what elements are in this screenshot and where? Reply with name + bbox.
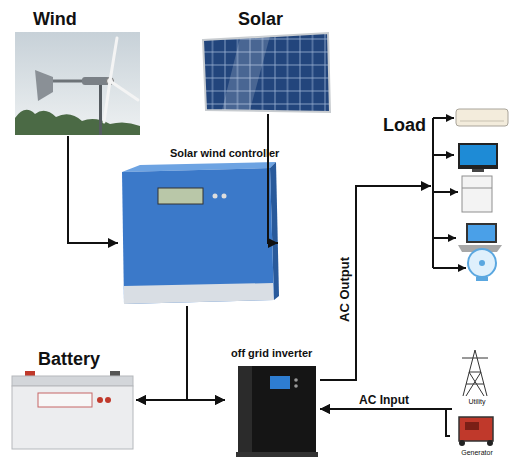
load-group: Load [431, 105, 514, 288]
laptop-icon [458, 223, 502, 252]
node-heading: Generator [450, 449, 504, 457]
air-conditioner-icon [456, 109, 508, 126]
controller-device-part [158, 188, 203, 204]
generator-icon-part [459, 440, 465, 446]
inverter-photo-part [238, 366, 316, 456]
node-heading: Wind [33, 10, 77, 30]
battery-photo-part [97, 397, 103, 403]
inverter-photo [236, 366, 318, 457]
fridge-icon-part [462, 176, 492, 212]
generator-icon [459, 417, 493, 446]
fridge-icon [462, 176, 492, 212]
inverter-box: off grid inverter [225, 343, 320, 458]
wind-turbine-photo-part [52, 80, 84, 83]
node-heading: Solar [238, 10, 283, 30]
fan-icon-part [479, 260, 485, 266]
controller-device-part [213, 194, 218, 199]
edge-label: AC Input [359, 394, 409, 407]
wind-turbine-photo-part [15, 110, 140, 135]
generator-icon-part [465, 422, 479, 430]
air-conditioner-icon-part [460, 121, 504, 122]
node-heading: Utility [452, 398, 502, 406]
television-icon-part [458, 143, 498, 169]
node-heading: Load [383, 116, 426, 136]
utility-tower-icon-part [462, 350, 488, 396]
generator-source: Generator [450, 412, 504, 458]
battery-photo [12, 371, 133, 449]
wind-turbine-photo-part [110, 38, 117, 81]
source-photo: Wind [15, 8, 140, 136]
flow-arrow [187, 306, 225, 400]
flow-arrow [136, 399, 225, 401]
wind-turbine-photo-part [110, 81, 138, 100]
wind-turbine-photo-part [104, 81, 110, 122]
solar-panel-photo-part [222, 36, 270, 110]
inverter-photo-part [270, 376, 290, 389]
flow-arrow [320, 409, 450, 436]
wind-turbine-photo-part [35, 70, 53, 101]
inverter-photo-part [294, 378, 298, 382]
fan-icon-part [476, 277, 488, 281]
utility-tower-icon [462, 350, 488, 396]
television-icon-part [472, 169, 484, 172]
node-heading: Battery [38, 350, 100, 370]
source-photo: Solar [198, 8, 333, 114]
inverter-photo-part [238, 366, 252, 456]
controller-device-part [222, 194, 227, 199]
flow-arrow [268, 114, 278, 243]
television-icon [458, 143, 498, 172]
battery-photo-part [38, 393, 92, 407]
load-branch-lines-part [433, 154, 454, 156]
load-branch-lines-part [433, 267, 466, 269]
generator-icon-part [487, 440, 493, 446]
generator-icon-part [459, 417, 493, 441]
fridge-icon-part [462, 188, 492, 189]
flow-arrow [136, 306, 187, 400]
generator-icon-part [459, 417, 493, 441]
wind-turbine-photo-part [15, 32, 140, 135]
utility-source: Utility [452, 345, 502, 407]
battery-photo-part [12, 386, 133, 449]
controller-device-part [124, 283, 274, 304]
battery-photo-part [12, 376, 133, 386]
inverter-photo-part [294, 384, 298, 388]
wind-turbine-photo-part [82, 77, 110, 85]
controller-device-part [122, 168, 274, 304]
solar-panel-photo [203, 33, 330, 112]
controller-device [122, 162, 279, 304]
node-heading: Solar wind controller [170, 147, 279, 159]
edge-label: AC Output [338, 257, 352, 322]
solar-panel-photo-part [203, 33, 330, 112]
flow-arrow [320, 186, 431, 380]
fan-icon-part [468, 249, 496, 277]
fan-icon [468, 249, 496, 281]
television-icon-part [460, 145, 496, 165]
wind-turbine-photo [15, 32, 140, 135]
flow-arrow [68, 136, 118, 243]
node-heading: off grid inverter [231, 347, 312, 359]
wind-turbine-photo-part [99, 84, 102, 135]
laptop-icon-part [468, 225, 495, 241]
inverter-photo-part [236, 452, 318, 457]
controller-box: Solar wind controller [118, 143, 278, 306]
air-conditioner-icon-part [456, 109, 508, 126]
battery-box: Battery [8, 350, 136, 453]
flow-arrow [320, 408, 452, 410]
load-branch-lines-part [433, 237, 456, 239]
laptop-icon-part [466, 223, 497, 243]
load-branch-lines-part [433, 191, 458, 193]
load-branch-lines-part [433, 117, 454, 119]
battery-photo-part [105, 397, 111, 403]
